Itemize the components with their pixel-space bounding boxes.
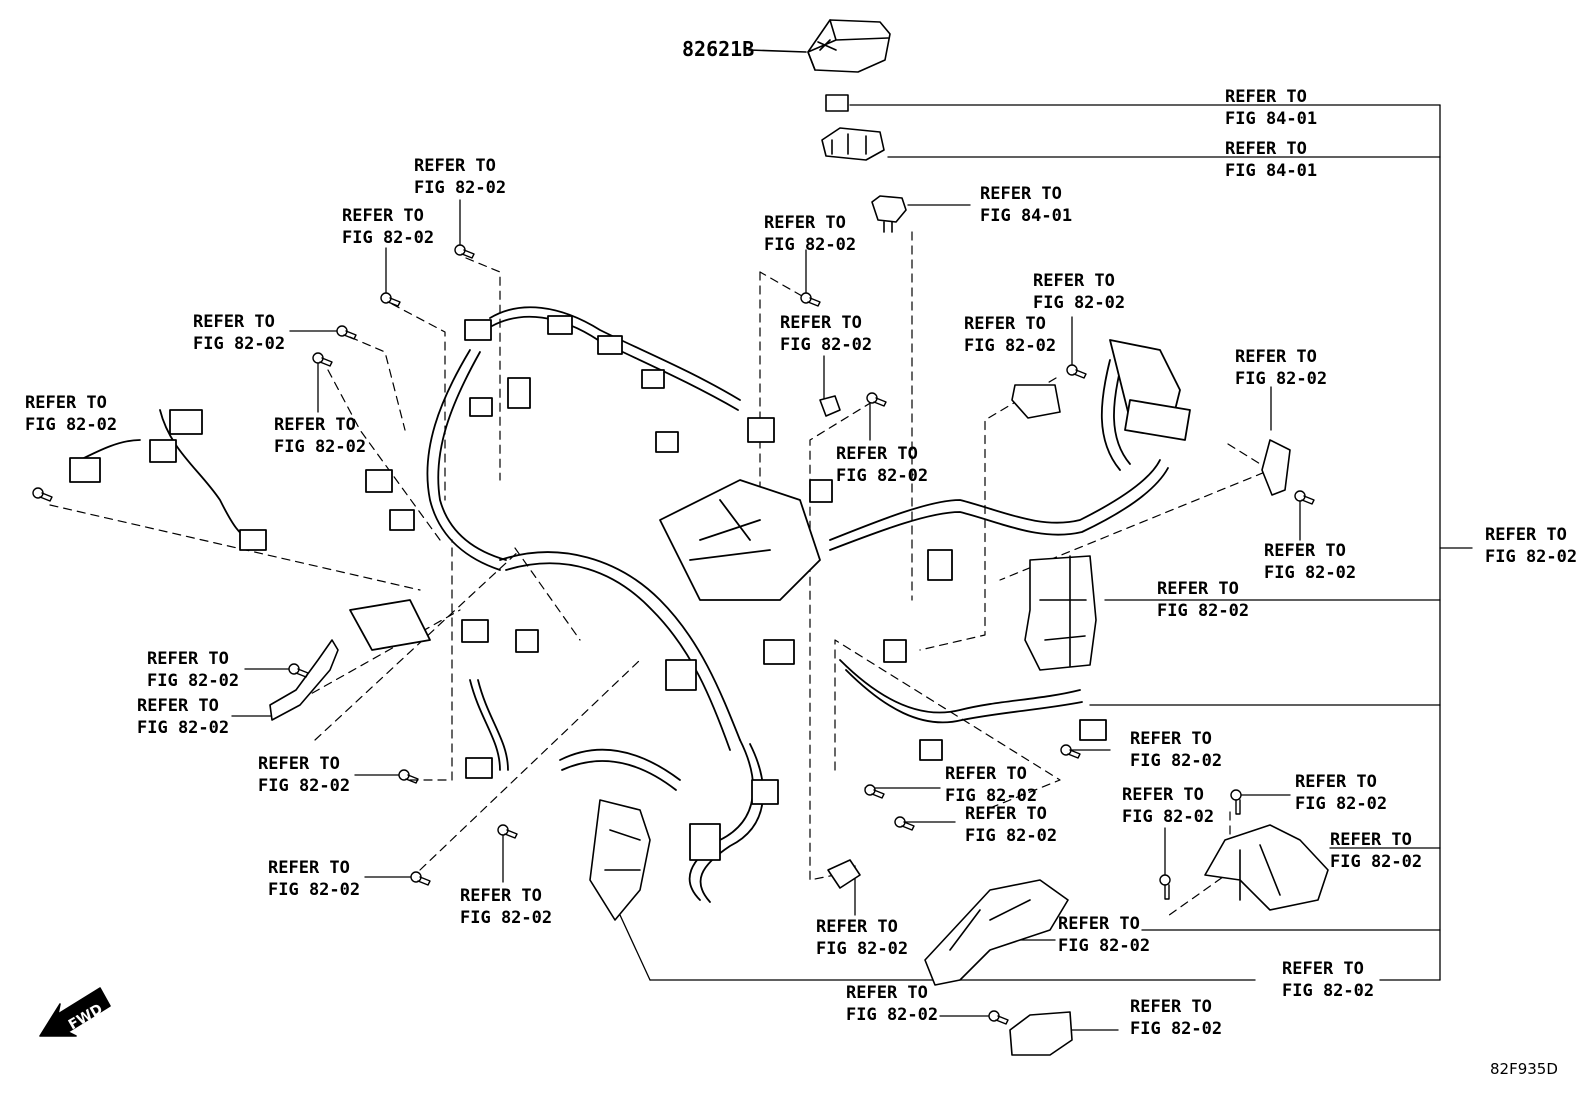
leader-lines <box>231 104 1473 1031</box>
dashed-locator-lines <box>49 231 1271 919</box>
part-number-label[interactable]: 82621B <box>682 37 755 61</box>
drawing-code-label: 82F935D <box>1490 1060 1558 1078</box>
bolt-fasteners <box>32 244 1315 1025</box>
relay-connector-parts <box>821 94 907 233</box>
forward-direction-icon: FWD <box>39 987 111 1037</box>
brackets-and-holders <box>269 384 1329 1056</box>
main-harness <box>69 306 1191 903</box>
fuse-block-part <box>748 19 891 73</box>
